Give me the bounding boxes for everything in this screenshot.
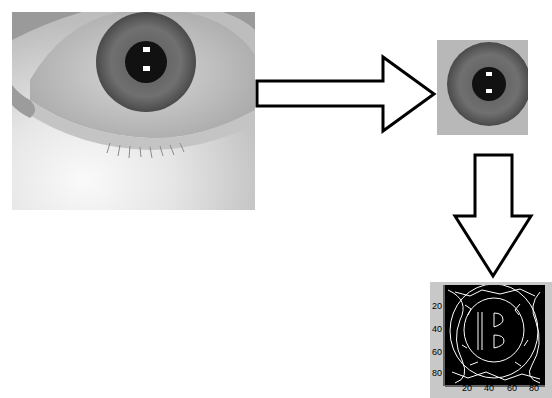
x-axis-tick: 60 <box>507 383 517 393</box>
x-axis-tick: 40 <box>484 383 494 393</box>
y-axis-tick: 60 <box>432 347 442 357</box>
cropped-iris <box>437 40 528 135</box>
x-axis-tick: 80 <box>529 383 539 393</box>
down-arrow <box>455 155 531 276</box>
y-axis-tick: 20 <box>432 301 442 311</box>
x-axis-tick: 20 <box>462 383 472 393</box>
y-axis-tick: 40 <box>432 324 442 334</box>
right-arrow <box>257 57 434 131</box>
y-axis-tick: 80 <box>432 368 442 378</box>
edge-map <box>430 282 552 398</box>
eye-photo <box>12 12 255 210</box>
